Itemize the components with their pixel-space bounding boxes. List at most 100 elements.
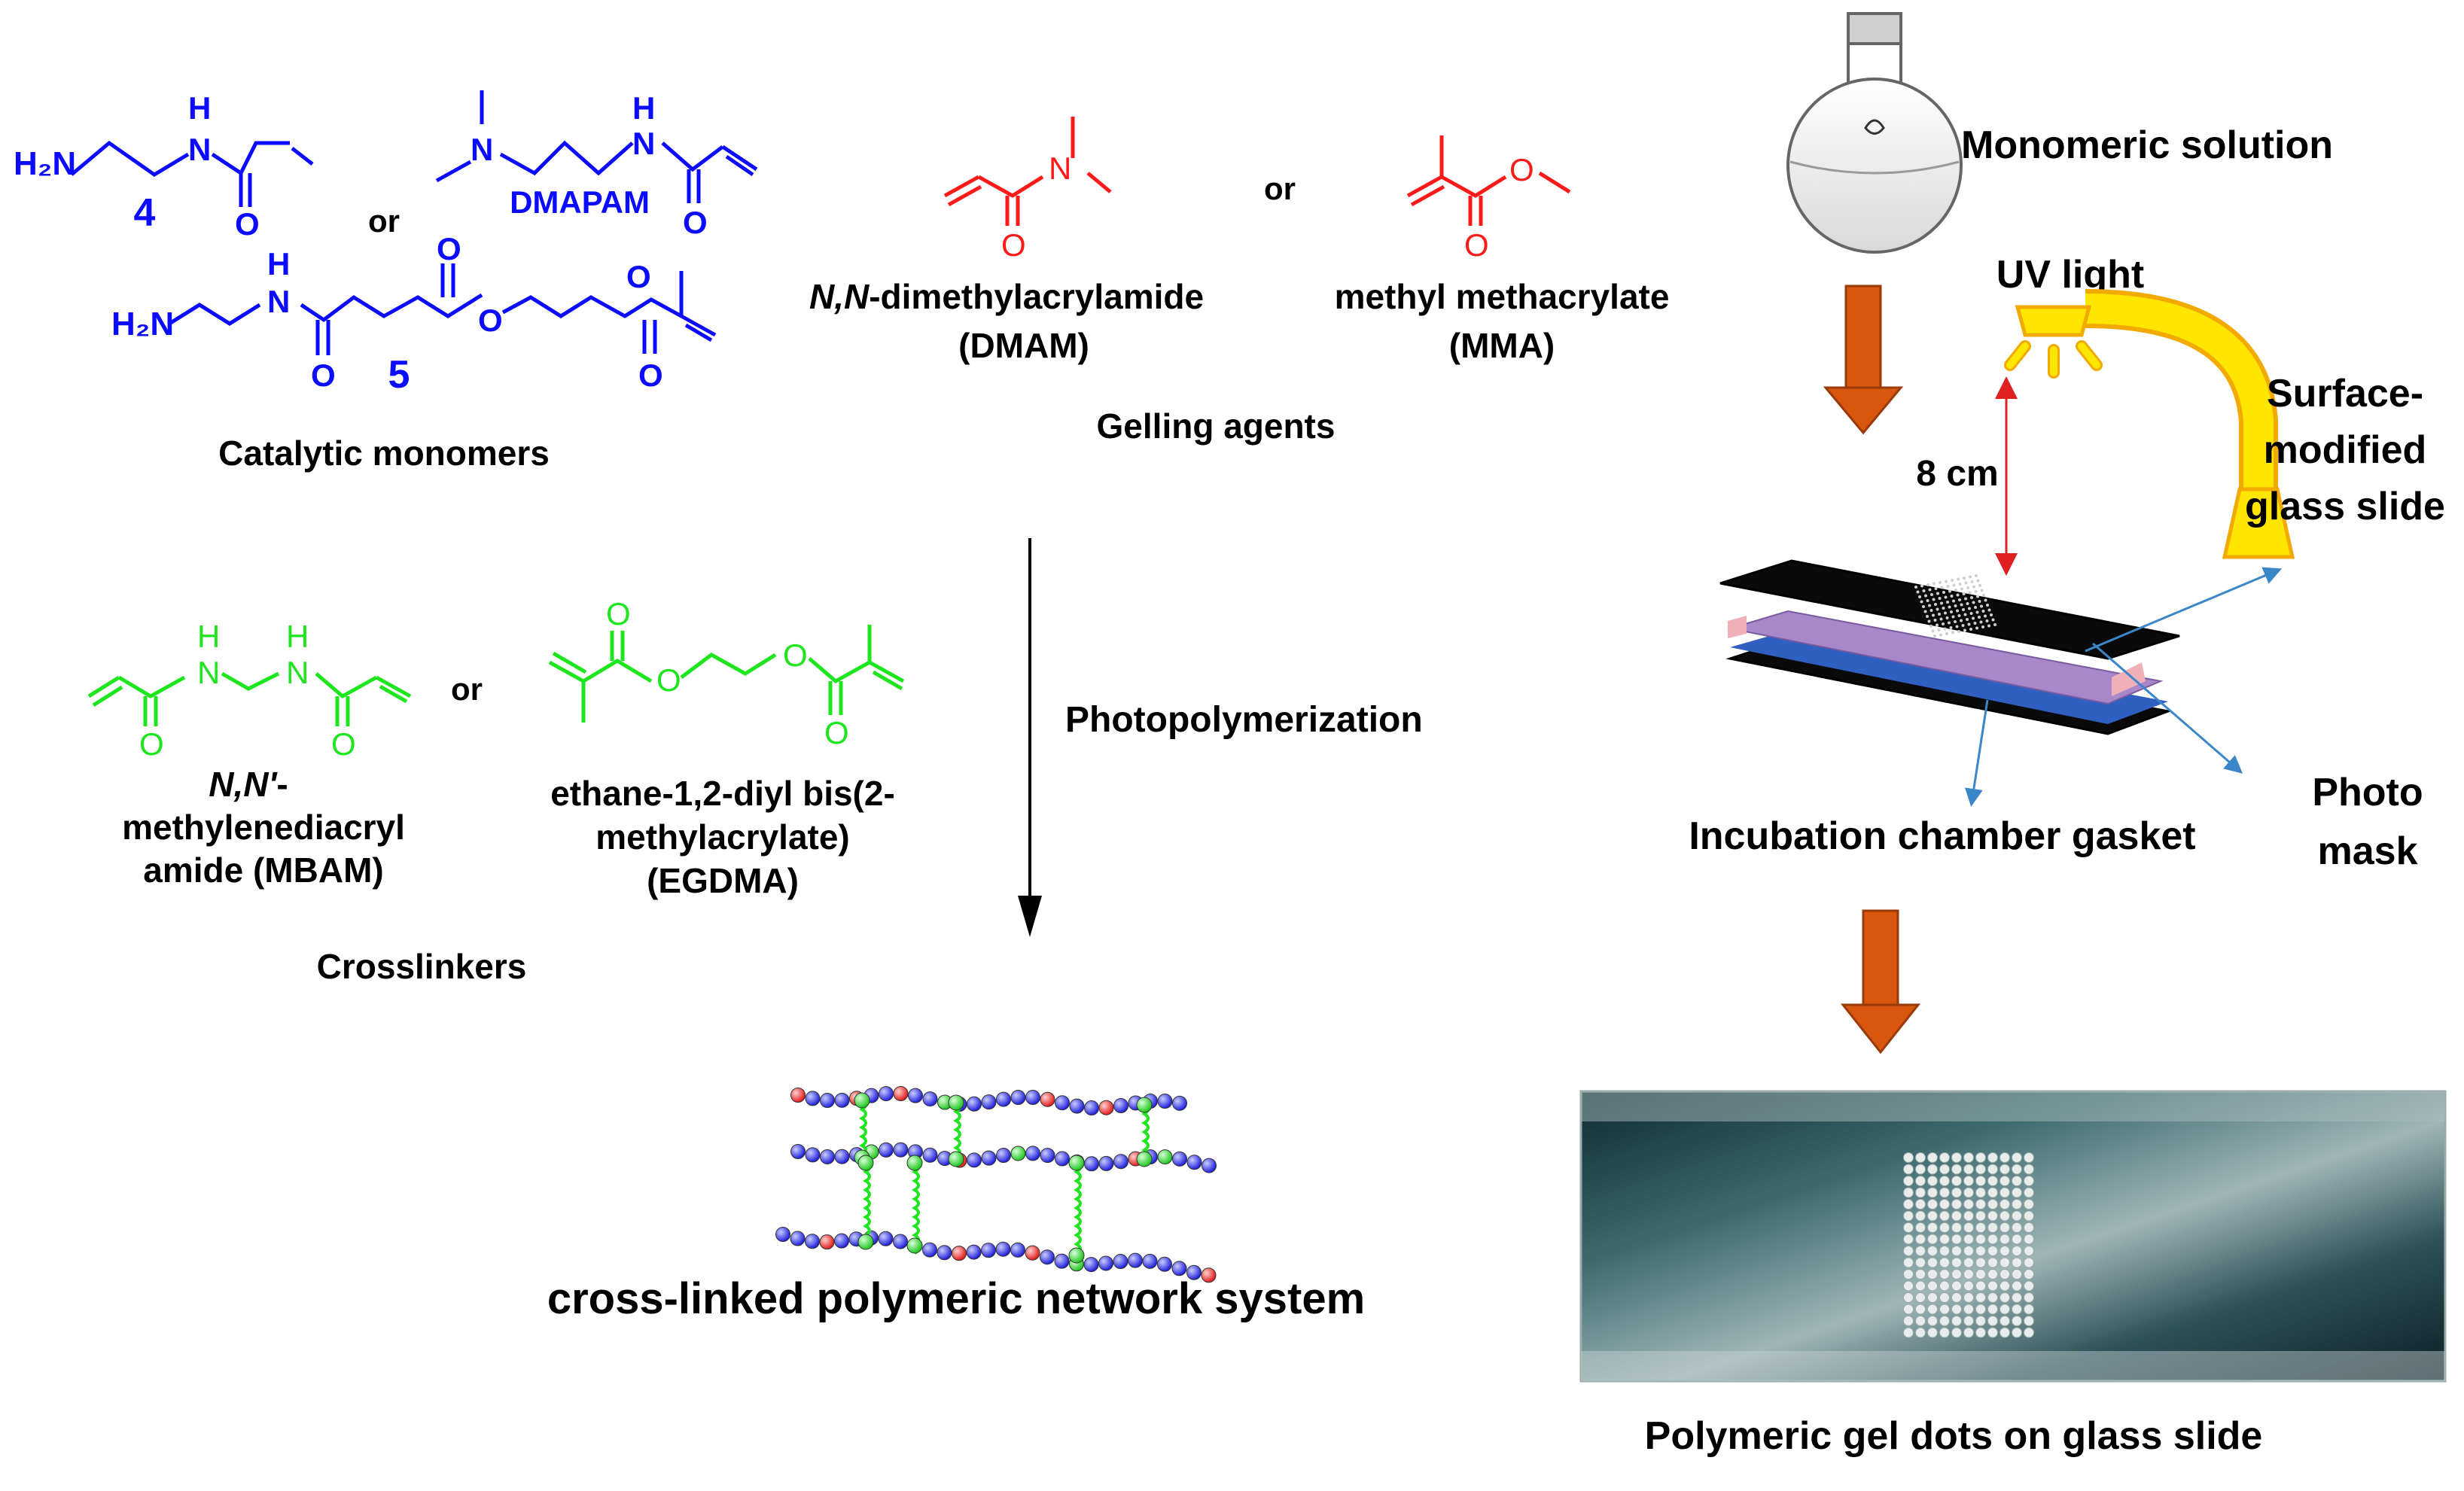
gel-dot bbox=[1963, 1257, 1974, 1268]
mask-dot bbox=[1944, 611, 1947, 615]
gel-dot bbox=[1903, 1187, 1914, 1198]
mask-dot bbox=[1924, 594, 1927, 598]
polymer-bead bbox=[1084, 1156, 1099, 1172]
polymer-bead bbox=[967, 1096, 982, 1112]
gel-dot bbox=[1987, 1199, 1998, 1210]
gel-dot bbox=[1975, 1199, 1986, 1210]
atom-o: O bbox=[683, 205, 708, 240]
label-monomeric-solution: Monomeric solution bbox=[1961, 123, 2333, 167]
mask-dot bbox=[1916, 590, 1920, 594]
gel-dot bbox=[1915, 1269, 1926, 1280]
gel-dot bbox=[1951, 1257, 1962, 1268]
mask-dot bbox=[1991, 618, 1995, 622]
polymer-bead bbox=[820, 1149, 835, 1164]
gel-dot bbox=[1975, 1327, 1986, 1338]
polymer-bead bbox=[1142, 1253, 1158, 1269]
polymer-bead bbox=[1040, 1091, 1055, 1107]
atom-o: O bbox=[606, 596, 631, 631]
mask-dot bbox=[1929, 625, 1933, 628]
gel-dot bbox=[1927, 1222, 1938, 1233]
caption-catalytic-monomers: Catalytic monomers bbox=[218, 434, 550, 473]
gel-dot bbox=[2000, 1257, 2010, 1268]
gel-dot bbox=[1903, 1234, 1914, 1245]
crosslink-node bbox=[906, 1155, 923, 1171]
gel-dot bbox=[1987, 1234, 1998, 1245]
gel-dot bbox=[1975, 1152, 1986, 1163]
mask-dot bbox=[1922, 605, 1925, 608]
polymer-bead bbox=[1157, 1256, 1172, 1272]
mask-dot bbox=[1972, 585, 1975, 589]
gel-dot bbox=[1987, 1176, 1998, 1186]
gel-dot bbox=[1987, 1246, 1998, 1256]
gel-dot bbox=[1903, 1269, 1914, 1280]
gel-dot bbox=[1987, 1304, 1998, 1315]
polymer-bead bbox=[1186, 1155, 1202, 1170]
atom-o: O bbox=[235, 206, 260, 242]
gel-dot bbox=[1939, 1304, 1950, 1315]
gel-dot bbox=[1903, 1210, 1914, 1222]
gel-dot bbox=[2000, 1222, 2010, 1233]
mask-dot bbox=[1932, 613, 1935, 617]
gel-dot bbox=[1927, 1269, 1938, 1280]
polymer-bead bbox=[981, 1150, 997, 1166]
polymer-bead bbox=[981, 1243, 996, 1258]
mask-dot bbox=[1945, 616, 1949, 619]
gel-dot bbox=[1963, 1152, 1974, 1163]
polymer-bead bbox=[1157, 1149, 1173, 1165]
gel-dot bbox=[1987, 1152, 1998, 1163]
gel-dot bbox=[1963, 1280, 1974, 1292]
mask-dot bbox=[1951, 579, 1954, 582]
gel-dot bbox=[1915, 1280, 1926, 1292]
mask-dot bbox=[1937, 628, 1941, 631]
mask-dot bbox=[1957, 614, 1961, 617]
polymer-bead bbox=[922, 1242, 937, 1258]
mask-dot bbox=[1939, 581, 1942, 584]
mask-dot bbox=[1950, 610, 1953, 613]
mask-dot bbox=[1928, 588, 1932, 592]
mask-dot bbox=[1978, 616, 1981, 619]
polymer-bead bbox=[834, 1149, 850, 1164]
gel-dot bbox=[2012, 1152, 2022, 1163]
gel-dot bbox=[1939, 1234, 1950, 1245]
gel-dot bbox=[1963, 1292, 1974, 1303]
gel-dot bbox=[1963, 1199, 1974, 1210]
polymer-bead bbox=[820, 1093, 835, 1109]
gel-dot bbox=[1939, 1269, 1950, 1280]
mask-dot bbox=[1955, 625, 1959, 628]
mask-dot bbox=[1963, 577, 1966, 580]
mask-dot bbox=[1934, 587, 1938, 590]
gel-dot bbox=[2000, 1327, 2010, 1338]
polymer-bead bbox=[1172, 1095, 1187, 1111]
gel-dot bbox=[2012, 1316, 2022, 1326]
gel-dot bbox=[2024, 1187, 2034, 1198]
atom-h2n: H₂N bbox=[111, 306, 174, 342]
gel-dot bbox=[2000, 1176, 2010, 1186]
gel-dot bbox=[2012, 1222, 2022, 1233]
polymer-bead bbox=[1202, 1158, 1217, 1173]
mask-dot bbox=[1969, 575, 1972, 579]
gel-dot bbox=[1939, 1327, 1950, 1338]
gel-dot bbox=[1915, 1164, 1926, 1175]
gel-dot bbox=[1903, 1327, 1914, 1338]
gel-dot bbox=[2012, 1199, 2022, 1210]
gel-dot bbox=[1927, 1164, 1938, 1175]
mask-dot bbox=[1968, 607, 1971, 610]
gel-dot bbox=[1939, 1292, 1950, 1303]
atom-n: N bbox=[286, 655, 309, 690]
mask-dot bbox=[1967, 622, 1971, 626]
mask-dot bbox=[1969, 612, 1973, 615]
mask-dot bbox=[1931, 629, 1935, 633]
gel-dot bbox=[2000, 1199, 2010, 1210]
polymer-bead bbox=[1157, 1094, 1173, 1109]
crosslink-node bbox=[1068, 1155, 1085, 1171]
polymer-bead bbox=[996, 1148, 1011, 1164]
crosslink-node bbox=[948, 1151, 964, 1167]
glass-slide-photo bbox=[1579, 1090, 2447, 1383]
mask-dot bbox=[1957, 630, 1960, 633]
photopolymerization-arrowhead bbox=[1018, 896, 1042, 937]
or-label-gelling: or bbox=[1264, 171, 1296, 206]
gel-dot bbox=[1903, 1316, 1914, 1326]
label-surface-line3: glass slide bbox=[2245, 485, 2445, 528]
atom-n: N bbox=[471, 132, 493, 167]
gel-dot bbox=[2024, 1199, 2034, 1210]
